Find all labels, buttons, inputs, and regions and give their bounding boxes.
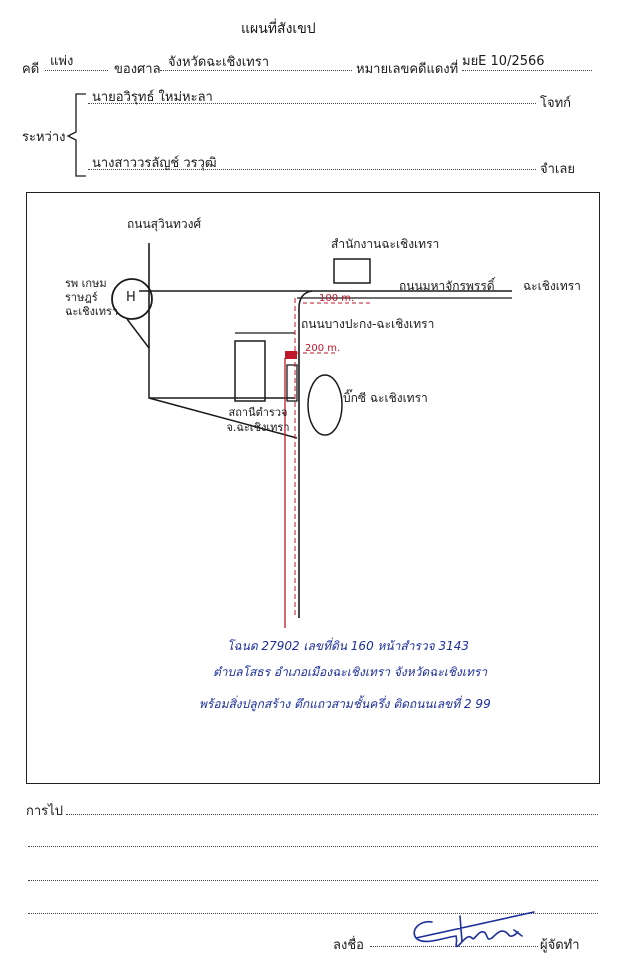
sketch-map: ถนนสุวินทวงศ์ สำนักงานฉะเชิงเทรา ถนนมหาจ… (26, 192, 600, 784)
between-label: ระหว่าง (22, 130, 66, 145)
road-east-label: ถนนมหาจักรพรรดิ์ (399, 279, 495, 293)
page-title: แผนที่สังเขป (241, 21, 316, 37)
note-line-1: โฉนด 27902 เลขที่ดิน 160 หน้าสำรวจ 3143 (227, 639, 469, 653)
signature-line (370, 946, 538, 947)
red-number-label: หมายเลขคดีแดงที่ (356, 62, 459, 77)
note-line-2: ตำบลโสธร อำเภอเมืองฉะเชิงเทรา จังหวัดฉะเ… (213, 665, 488, 679)
plaintiff-name: นายอวิรุทธ์ ใหม่หะลา (92, 90, 213, 105)
case-label: คดี (22, 62, 40, 77)
map-drawing (111, 243, 512, 628)
road-south-line (298, 290, 313, 618)
property-building (286, 364, 298, 402)
distance-1-label: 100 m. (319, 293, 355, 304)
defendant-line (88, 169, 536, 170)
defendant-label: จำเลย (540, 162, 575, 177)
route-line-4 (28, 913, 598, 914)
court-name: จังหวัดฉะเชิงเทรา (168, 55, 270, 70)
police-building (234, 340, 266, 402)
route-line-1 (66, 814, 598, 815)
hospital-mark: H (126, 290, 136, 305)
road-north-label: ถนนสุวินทวงศ์ (127, 217, 202, 231)
office-building (333, 258, 371, 284)
police-label: สถานีตำรวจ จ.ฉะเชิงเทรา (226, 406, 290, 434)
diagonal-road (126, 318, 298, 439)
note-line-3: พร้อมสิ่งปลูกสร้าง ตึกแถวสามชั้นครึ่ง ติ… (199, 697, 491, 711)
red-number-line (462, 70, 592, 71)
role-label: ผู้จัดทำ (540, 938, 580, 953)
sign-label: ลงชื่อ (333, 938, 364, 953)
route-label: การไป (26, 804, 63, 819)
hospital-label: รพ เกษมราษฎร์ ฉะเชิงเทรา (65, 277, 119, 318)
property-marker (285, 351, 297, 359)
case-type: แพ่ง (50, 54, 74, 69)
city-east-label: ฉะเชิงเทรา (523, 279, 581, 293)
bigc-label: บิ๊กซี ฉะเชิงเทรา (343, 391, 428, 405)
plaintiff-label: โจทก์ (540, 96, 572, 111)
plaintiff-line (88, 103, 536, 104)
red-number: มยE 10/2566 (462, 54, 545, 69)
defendant-name: นางสาววรลัญช์ วรวุฒิ (92, 156, 217, 171)
route-line-3 (28, 880, 598, 881)
road-south-label: ถนนบางปะกง-ฉะเชิงเทรา (301, 317, 435, 331)
hospital-circle (111, 278, 153, 320)
court-name-line (160, 70, 352, 71)
office-label: สำนักงานฉะเชิงเทรา (331, 237, 440, 251)
court-label: ของศาล (114, 62, 161, 77)
bigc-building (307, 374, 343, 436)
route-line-2 (28, 846, 598, 847)
distance-2-label: 200 m. (305, 343, 341, 354)
signature-image (413, 911, 535, 948)
between-bracket (66, 93, 86, 177)
case-type-line (45, 70, 108, 71)
